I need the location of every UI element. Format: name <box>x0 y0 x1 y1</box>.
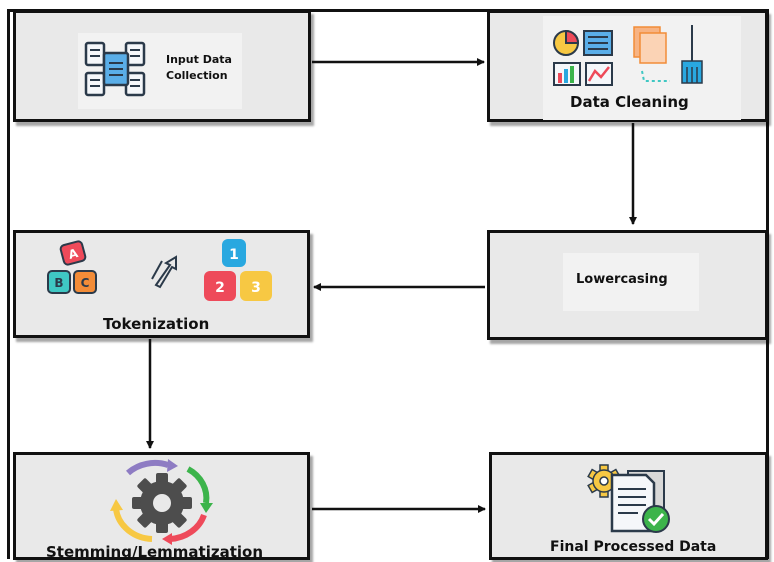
lowercasing-step-inner <box>563 253 699 311</box>
abc-123-blocks-icon: A B C 1 2 3 <box>47 239 272 301</box>
final-step-label: Final Processed Data <box>550 539 717 555</box>
step-lowercasing: Lowercasing <box>487 230 768 340</box>
letter-c: C <box>81 276 90 290</box>
number-1: 1 <box>229 247 239 263</box>
tokenization-step-label: Tokenization <box>103 315 210 333</box>
processed-document-icon <box>587 464 670 533</box>
step-input-data-collection: Input Data Collection <box>13 10 311 122</box>
lowercasing-step-label: Lowercasing <box>576 272 668 287</box>
number-3: 3 <box>251 280 261 296</box>
number-2: 2 <box>215 280 225 296</box>
input-step-label-line2: Collection <box>166 69 228 82</box>
step-stemming-lemmatization: Stemming/Lemmatization <box>13 452 310 561</box>
documents-icon <box>84 41 146 97</box>
input-step-label-line1: Input Data <box>166 53 232 66</box>
letter-b: B <box>54 276 63 290</box>
letter-a: A <box>67 246 80 262</box>
stemming-step-label: Stemming/Lemmatization <box>46 543 264 561</box>
charts-cleaning-icon <box>553 25 703 86</box>
step-final-processed-data: Final Processed Data <box>489 452 768 560</box>
step-data-cleaning: Data Cleaning <box>487 10 768 122</box>
cleaning-step-label: Data Cleaning <box>570 93 689 111</box>
step-tokenization: A B C 1 2 3 Tokenization <box>13 230 310 338</box>
gear-cycle-icon <box>110 459 213 545</box>
